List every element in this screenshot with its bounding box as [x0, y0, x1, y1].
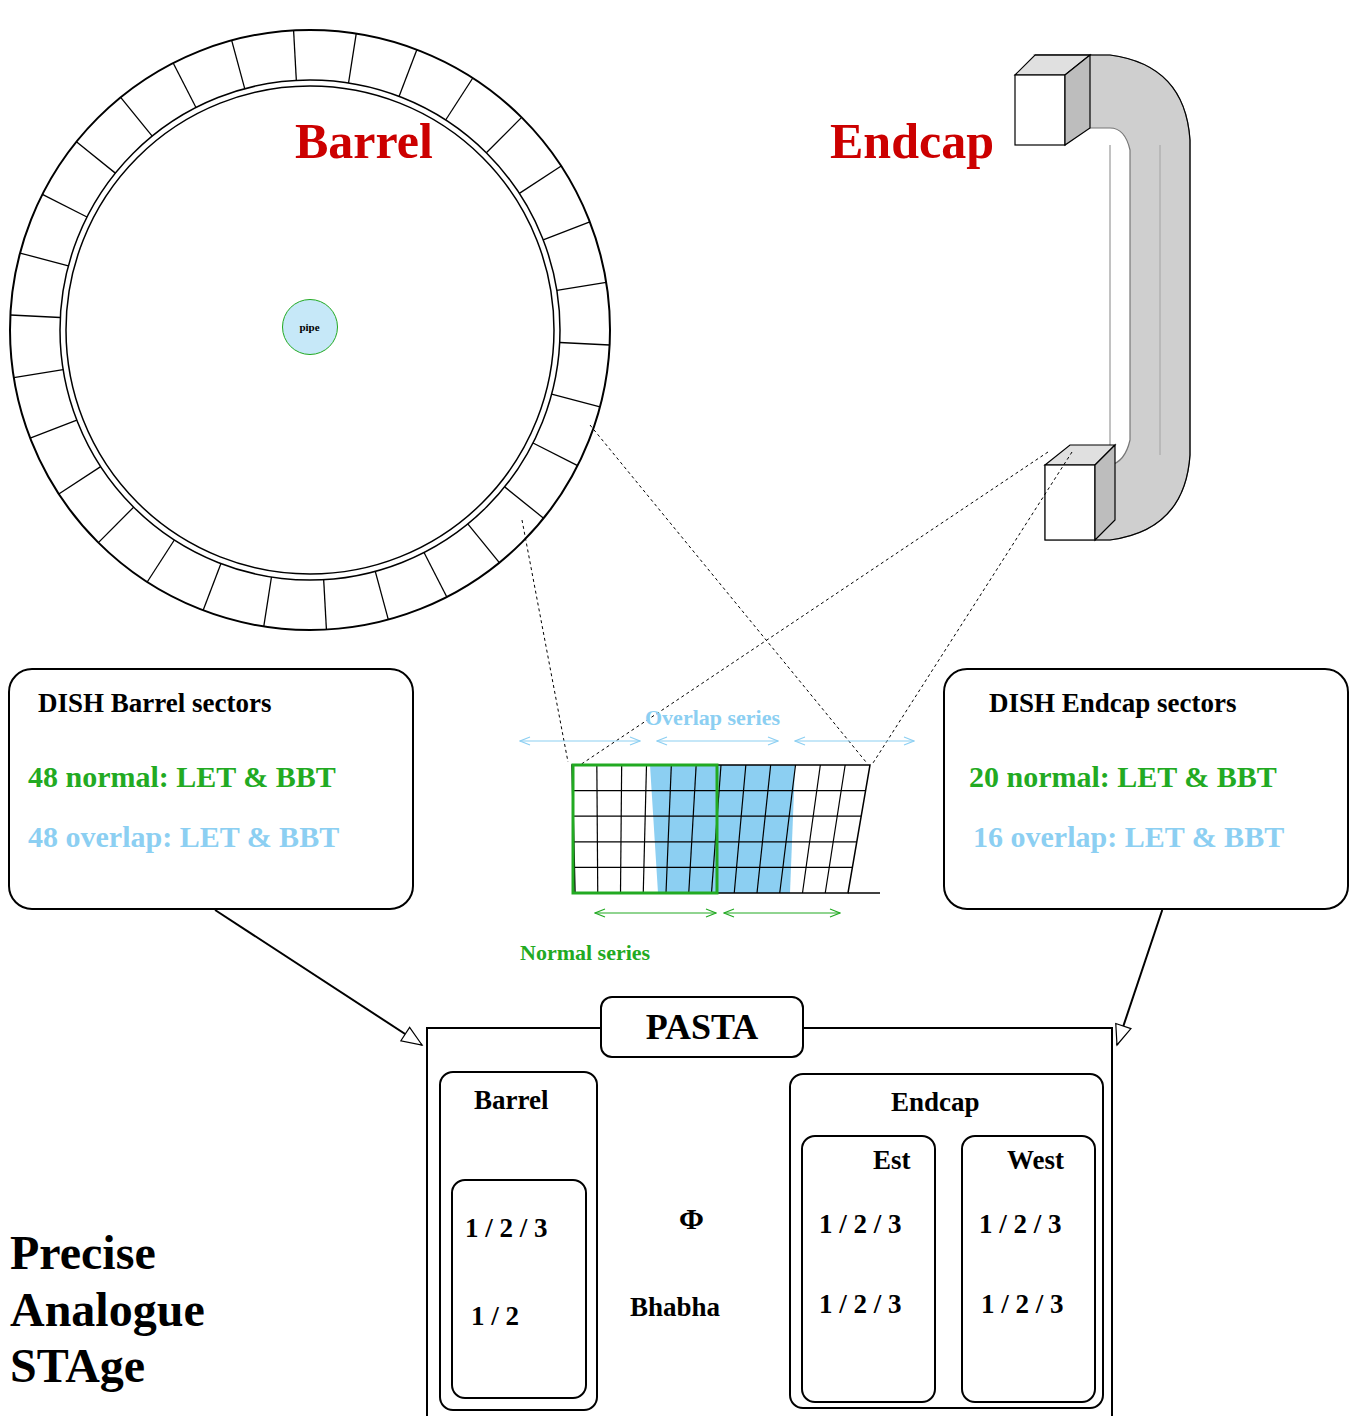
pasta-box: PASTABarrel1 / 2 / 31 / 2EndcapEst1 / 2 …	[426, 1027, 1113, 1416]
sector-divider	[42, 194, 87, 217]
grid-line	[803, 765, 821, 893]
node-text: 16 overlap: LET & BBT	[973, 820, 1284, 854]
sector-divider	[203, 564, 221, 611]
sector-divider	[519, 166, 561, 193]
sector-divider	[560, 342, 610, 344]
pasta-section: Barrel 1 / 2 / 3 1 / 2	[439, 1071, 598, 1411]
sector-divider	[59, 467, 101, 494]
node-heading: Est	[873, 1145, 911, 1176]
sector-divider	[424, 552, 447, 596]
node-text: 1 / 2 / 3	[981, 1289, 1064, 1320]
sector-divider	[121, 97, 153, 136]
grid-line	[596, 765, 598, 893]
node-text: 20 normal: LET & BBT	[969, 760, 1277, 794]
node-heading: West	[1007, 1145, 1064, 1176]
node-heading: 1 / 2 / 3	[465, 1213, 548, 1244]
sector-divider	[20, 253, 68, 266]
node-text: 1 / 2 / 3	[979, 1209, 1062, 1240]
sector-divider	[399, 50, 417, 97]
sector-divider	[30, 420, 77, 438]
node-text: 48 overlap: LET & BBT	[28, 820, 339, 854]
pasta-section: EndcapEst 1 / 2 / 3 1 / 2 / 3 West 1 / 2 / 3…	[789, 1073, 1104, 1409]
node-text: 1 / 2	[471, 1301, 519, 1332]
arrowhead	[401, 1027, 422, 1045]
sector-divider	[557, 282, 606, 290]
sector-divider	[552, 394, 600, 407]
sector-divider	[147, 540, 174, 582]
trigger-label: Bhabha	[630, 1292, 720, 1323]
flow-arrow	[1116, 910, 1162, 1045]
trigger-label: Φ	[679, 1202, 704, 1236]
grid-line	[621, 765, 622, 893]
node-heading: Endcap	[891, 1087, 980, 1118]
grid-line	[666, 765, 671, 893]
dish-box: DISH Barrel sectors 48 normal: LET & BBT 4…	[8, 668, 414, 910]
pasta-subsection: 1 / 2 / 3 1 / 2	[451, 1179, 587, 1399]
sector-divider	[232, 40, 245, 88]
sector-divider	[14, 370, 63, 378]
sector-divider	[468, 524, 500, 563]
dish-box: DISH Endcap sectors 20 normal: LET & BBT 1…	[943, 668, 1349, 910]
sector-divider	[533, 443, 578, 466]
grid-line	[572, 867, 852, 868]
node-heading: DISH Barrel sectors	[38, 688, 271, 719]
node-text: 48 normal: LET & BBT	[28, 760, 336, 794]
sector-divider	[98, 507, 133, 542]
node-heading: PASTA	[600, 996, 804, 1058]
pasta-subsection: West 1 / 2 / 3 1 / 2 / 3	[961, 1135, 1096, 1403]
sector-grid	[572, 765, 880, 893]
node-text: 1 / 2 / 3	[819, 1289, 902, 1320]
grid-line	[572, 841, 857, 842]
sector-divider	[264, 577, 272, 626]
sector-divider	[486, 117, 521, 152]
arrowhead	[1116, 1023, 1131, 1045]
sector-divider	[543, 222, 590, 240]
sector-divider	[349, 34, 357, 83]
sector-divider	[375, 571, 388, 619]
sector-divider	[324, 580, 327, 630]
section-title: Barrel	[295, 112, 433, 170]
sector-divider	[505, 487, 544, 518]
pasta-subsection: Est 1 / 2 / 3 1 / 2 / 3	[801, 1135, 936, 1403]
sector-divider	[446, 78, 473, 120]
grid-line	[780, 765, 796, 893]
series-label: Normal series	[520, 940, 650, 966]
grid-line	[757, 765, 771, 893]
grid-line	[643, 765, 646, 893]
sector-divider	[10, 315, 60, 317]
barrel-ring	[10, 30, 610, 630]
node-heading: DISH Endcap sectors	[989, 688, 1237, 719]
stage-name: Precise Analogue STAge	[10, 1225, 300, 1395]
flow-arrow	[215, 910, 422, 1045]
grid-line	[825, 765, 845, 893]
endcap-figure	[1015, 55, 1190, 540]
node-heading: pipe	[299, 321, 319, 333]
node-text: 1 / 2 / 3	[819, 1209, 902, 1240]
section-title: Endcap	[830, 112, 994, 170]
grid-line	[689, 765, 696, 893]
sector-divider	[294, 30, 297, 80]
sector-divider	[173, 63, 196, 107]
pipe-circle: pipe	[282, 299, 338, 355]
node-heading: Barrel	[474, 1085, 548, 1116]
sector-divider	[76, 142, 115, 173]
series-label: Overlap series	[645, 705, 780, 731]
grid-line	[734, 765, 746, 893]
series-arrows	[520, 741, 914, 913]
